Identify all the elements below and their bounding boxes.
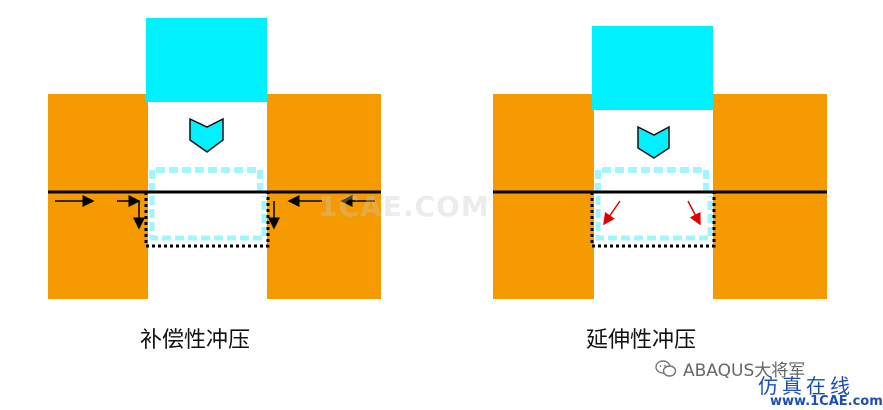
right-caption: 延伸性冲压 <box>586 328 697 353</box>
right-die-right-block <box>713 94 827 299</box>
left-sheet-deformed-outline <box>149 167 263 192</box>
right-flow-arrow-2 <box>687 200 701 226</box>
left-die-left-block <box>48 94 148 299</box>
pentagon-down-arrow-icon <box>189 117 224 153</box>
left-diagram <box>48 18 381 299</box>
right-sheet-deformed-outline <box>595 167 709 192</box>
right-punch-dashed-bottom <box>595 196 713 241</box>
site-url: www.1CAE.com <box>770 394 883 409</box>
center-watermark: 1CAE.COM <box>318 190 490 223</box>
stamp-text: 仿真在线 <box>758 374 854 398</box>
left-punch-dashed-bottom <box>149 196 267 241</box>
right-diagram <box>493 26 827 299</box>
left-die-right-block <box>267 94 381 299</box>
right-die-left-block <box>493 94 594 299</box>
pentagon-down-arrow-icon <box>637 125 670 159</box>
wechat-icon <box>655 359 677 377</box>
left-cavity-outline <box>144 192 270 248</box>
left-caption: 补偿性冲压 <box>140 328 251 353</box>
wechat-account-watermark: ABAQUS大将军 <box>655 356 805 381</box>
left-punch <box>146 18 267 102</box>
right-cavity-outline <box>590 192 716 248</box>
account-name: ABAQUS大将军 <box>683 361 806 381</box>
right-punch <box>592 26 713 110</box>
right-flow-arrow-1 <box>603 200 621 226</box>
